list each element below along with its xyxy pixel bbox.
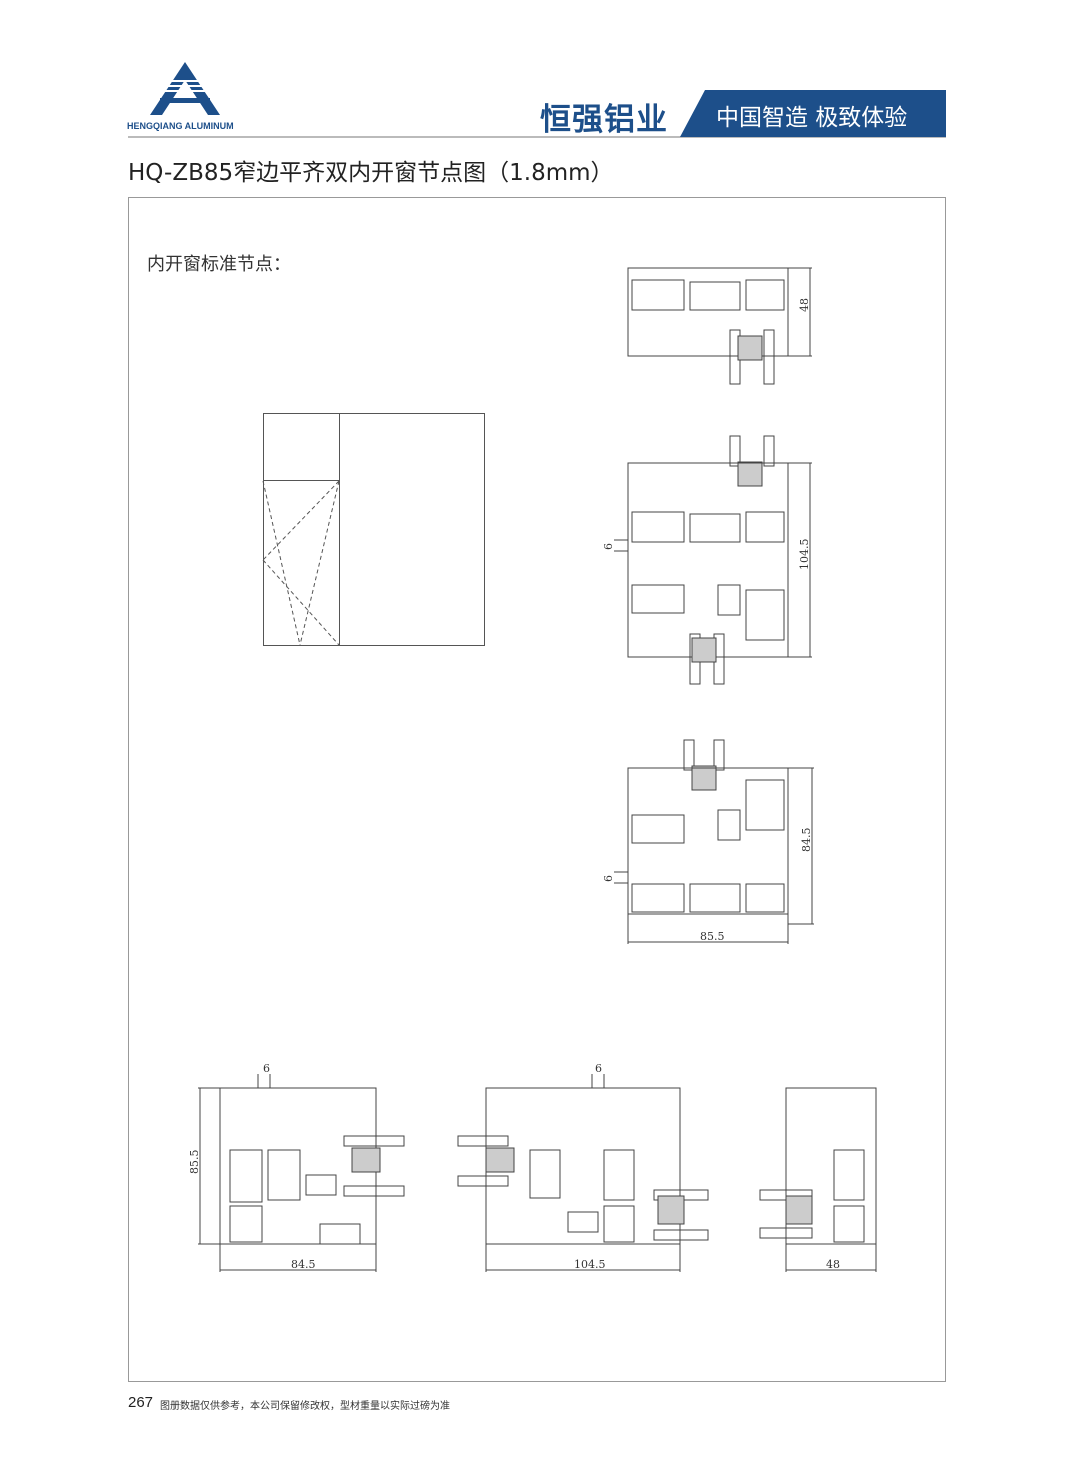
section-sill: [614, 739, 814, 944]
brand-name: 恒强铝业: [540, 102, 668, 138]
logo-text: HENGQIANG ALUMINUM: [127, 121, 234, 131]
section-label: 内开窗标准节点：: [147, 254, 291, 275]
footer-note: 图册数据仅供参考，本公司保留修改权，型材重量以实际过磅为准: [160, 1401, 450, 1412]
dim-right-width: 48: [826, 1258, 840, 1271]
dim-center-width: 104.5: [574, 1258, 606, 1271]
dim-sill-gap: 6: [602, 875, 615, 882]
dim-head-height: 48: [798, 298, 811, 312]
company-logo: [150, 62, 220, 115]
section-drawings: [198, 267, 877, 1272]
dim-transom-height: 104.5: [798, 539, 811, 571]
drawing-frame: [128, 197, 946, 1382]
page-number: 267: [128, 1394, 154, 1411]
dim-left-gap: 6: [263, 1062, 270, 1075]
slogan: 中国智造 极致体验: [716, 105, 908, 131]
page-title: HQ-ZB85窄边平齐双内开窗节点图（1.8mm）: [128, 160, 614, 186]
section-head: [627, 267, 812, 385]
slogan-banner: [680, 90, 946, 137]
dim-sill-height: 84.5: [800, 828, 813, 853]
dim-sill-width: 85.5: [700, 930, 725, 943]
section-transom: [614, 435, 812, 685]
dim-center-gap: 6: [595, 1062, 602, 1075]
section-right-jamb: [759, 1087, 877, 1272]
section-left-jamb: [198, 1074, 405, 1272]
dim-left-width: 84.5: [291, 1258, 316, 1271]
section-center-mullion: [457, 1074, 709, 1272]
dim-transom-gap: 6: [602, 543, 615, 550]
dim-left-depth: 85.5: [188, 1150, 201, 1175]
window-elevation: [262, 413, 485, 646]
